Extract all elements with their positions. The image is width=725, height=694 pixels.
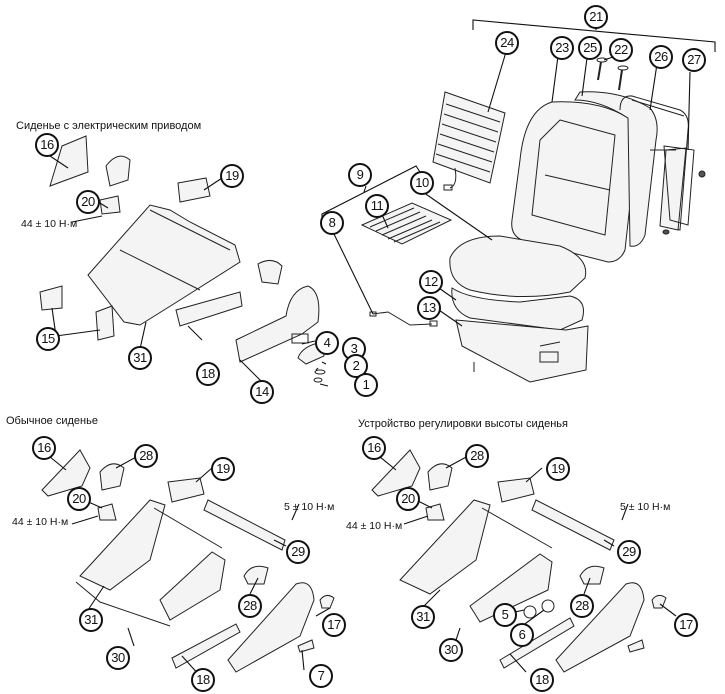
- seatback-cover: [511, 101, 638, 263]
- torque-label-height-large: 44 ± 10 Н·м: [346, 520, 403, 532]
- callout-14: 14: [250, 380, 274, 404]
- callout-10: 10: [410, 171, 434, 195]
- callout-29-height: 29: [617, 540, 641, 564]
- callout-20-power: 20: [76, 190, 100, 214]
- callout-28-height-bottom: 28: [570, 594, 594, 618]
- callout-17-standard: 17: [322, 613, 346, 637]
- callout-31-height: 31: [411, 605, 435, 629]
- callout-1: 1: [354, 373, 378, 397]
- callout-13: 13: [417, 296, 441, 320]
- callout-16-height: 16: [362, 436, 386, 460]
- cushion-harness: [369, 311, 438, 327]
- callout-30-standard: 30: [106, 646, 130, 670]
- callout-28-standard-bottom: 28: [238, 594, 262, 618]
- callout-20-standard: 20: [67, 487, 91, 511]
- callout-30-height: 30: [439, 638, 463, 662]
- seat-cushion: [449, 235, 589, 383]
- callout-18-standard: 18: [191, 668, 215, 692]
- callout-20-height: 20: [396, 487, 420, 511]
- torque-label-standard-small: 5 ± 10 Н·м: [284, 501, 335, 513]
- callout-19-power: 19: [220, 164, 244, 188]
- callout-21: 21: [584, 5, 608, 29]
- callout-16-power: 16: [35, 133, 59, 157]
- callout-12: 12: [419, 270, 443, 294]
- height-adjust-seat-title: Устройство регулировки высоты сиденья: [358, 418, 568, 430]
- callout-5: 5: [493, 603, 517, 627]
- power-seat-frame: [39, 135, 326, 383]
- seatback-pad: [574, 91, 658, 247]
- callout-11: 11: [365, 194, 389, 218]
- callout-19-height: 19: [546, 457, 570, 481]
- callout-24: 24: [495, 31, 519, 55]
- power-seat-title: Сиденье с электрическим приводом: [16, 120, 202, 132]
- callout-31-power: 31: [128, 346, 152, 370]
- height-adjust-seat-frame: [371, 449, 667, 673]
- callout-9: 9: [348, 163, 372, 187]
- callout-19-standard: 19: [211, 457, 235, 481]
- seatback-heater-pad: [432, 91, 506, 191]
- callout-22: 22: [609, 38, 633, 62]
- callout-29-standard: 29: [286, 540, 310, 564]
- callout-28-height-top: 28: [465, 444, 489, 468]
- callout-26: 26: [649, 45, 673, 69]
- standard-seat-frame: [41, 449, 335, 673]
- callout-15: 15: [36, 327, 60, 351]
- callout-6: 6: [510, 623, 534, 647]
- callout-28-standard-top: 28: [134, 444, 158, 468]
- callout-23: 23: [550, 36, 574, 60]
- headrest-guides: [596, 57, 629, 91]
- callout-4: 4: [315, 331, 339, 355]
- callout-27: 27: [682, 48, 706, 72]
- cushion-heater-pad: [360, 202, 453, 245]
- seatback-board: [662, 145, 706, 235]
- callout-18-power: 18: [196, 362, 220, 386]
- torque-label-height-small: 5 ± 10 Н·м: [620, 501, 671, 513]
- callout-8: 8: [320, 211, 344, 235]
- callout-31-standard: 31: [79, 608, 103, 632]
- callout-17-height: 17: [674, 613, 698, 637]
- torque-label-power-seat: 44 ± 10 Н·м: [21, 218, 78, 230]
- torque-label-standard-large: 44 ± 10 Н·м: [12, 516, 69, 528]
- callout-7: 7: [309, 664, 333, 688]
- standard-seat-title: Обычное сиденье: [6, 415, 98, 427]
- callout-16-standard: 16: [32, 436, 56, 460]
- callout-25: 25: [578, 36, 602, 60]
- callout-18-height: 18: [530, 668, 554, 692]
